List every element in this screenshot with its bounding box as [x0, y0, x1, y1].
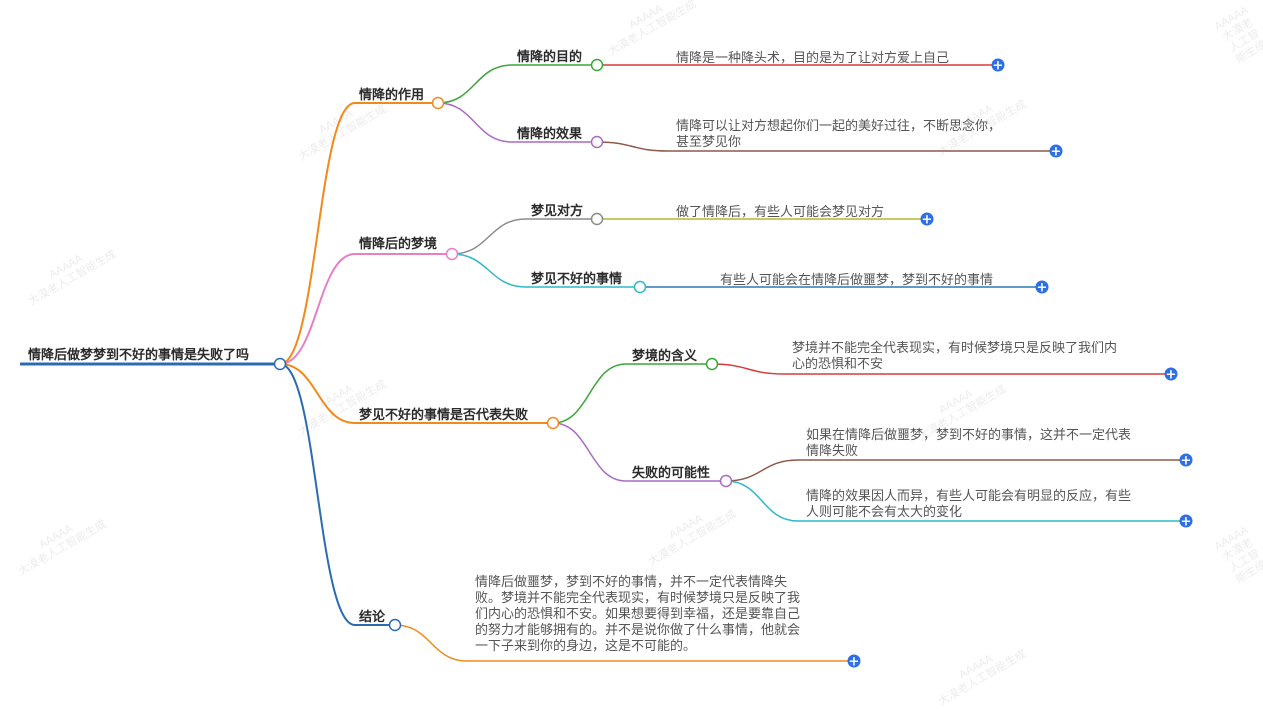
leaf-dream-partner-text: 做了情降后，有些人可能会梦见对方: [676, 204, 885, 219]
node-failure-possibility[interactable]: 失败的可能性: [632, 465, 711, 480]
c-effect-handle[interactable]: [590, 135, 604, 149]
expand-plus-icon[interactable]: +: [1164, 367, 1178, 383]
link-root-b1: [279, 102, 438, 365]
link-b2-c1: [451, 218, 597, 255]
b4-node-handle[interactable]: [388, 618, 402, 632]
svg-text:+: +: [1051, 145, 1062, 160]
expand-plus-icon[interactable]: +: [920, 212, 934, 228]
leaf-effect-text: 情降可以让对方想起你们一起的美好过往，不断思念你， 甚至梦见你: [676, 118, 1002, 149]
c-meaning-handle[interactable]: [705, 357, 719, 371]
link-leaf-effect: [596, 141, 1056, 152]
svg-text:+: +: [1181, 515, 1192, 530]
leaf-failure-text-2: 情降的效果因人而异，有些人可能会有明显的反应，有些 人则可能不会有太大的变化: [806, 488, 1132, 519]
node-bad-dream[interactable]: 梦见不好的事情: [531, 271, 623, 286]
expand-plus-icon[interactable]: +: [1179, 453, 1193, 469]
c-failure-handle[interactable]: [719, 474, 733, 488]
branch-dreams-after[interactable]: 情降后的梦境: [359, 236, 438, 251]
c-partner-handle[interactable]: [590, 212, 604, 226]
svg-text:+: +: [1181, 454, 1192, 469]
link-leaf-conclusion: [394, 624, 854, 662]
link-root-b3: [279, 363, 553, 424]
leaf-purpose-text: 情降是一种降头术，目的是为了让对方爱上自己: [676, 50, 950, 65]
leaf-conclusion-text: 情降后做噩梦，梦到不好的事情，并不一定代表情降失 败。梦境并不能完全代表现实，有…: [475, 574, 801, 653]
node-purpose[interactable]: 情降的目的: [517, 49, 583, 64]
link-b1-c2: [437, 102, 597, 143]
link-root-b2: [279, 253, 452, 365]
svg-text:+: +: [849, 655, 860, 670]
link-b3-c1: [552, 363, 712, 424]
expand-plus-icon[interactable]: +: [1179, 514, 1193, 530]
node-dream-of-partner[interactable]: 梦见对方: [531, 203, 584, 218]
link-root-b4: [279, 363, 395, 626]
expand-plus-icon[interactable]: +: [1049, 144, 1063, 160]
b1-node-handle[interactable]: [431, 96, 445, 110]
root-node-handle[interactable]: [273, 357, 287, 371]
link-b3-c2: [552, 422, 726, 482]
node-effect[interactable]: 情降的效果: [517, 126, 583, 141]
link-leaf-failure-2: [725, 480, 1186, 522]
link-leaf-failure-1: [725, 459, 1186, 482]
leaf-failure-text-1: 如果在情降后做噩梦，梦到不好的事情，这并不一定代表 情降失败: [806, 427, 1132, 458]
svg-text:+: +: [1037, 281, 1048, 296]
branch-bad-dream-failure[interactable]: 梦见不好的事情是否代表失败: [359, 407, 529, 422]
root-topic[interactable]: 情降后做梦梦到不好的事情是失败了吗: [28, 347, 250, 362]
svg-text:+: +: [922, 213, 933, 228]
expand-plus-icon[interactable]: +: [847, 654, 861, 670]
branch-conclusion[interactable]: 结论: [359, 609, 386, 624]
node-dream-meaning[interactable]: 梦境的含义: [632, 348, 698, 363]
expand-plus-icon[interactable]: +: [991, 58, 1005, 74]
link-b2-c2: [451, 253, 640, 288]
expand-plus-icon[interactable]: +: [1035, 280, 1049, 296]
svg-text:+: +: [1166, 368, 1177, 383]
b2-node-handle[interactable]: [445, 247, 459, 261]
branch-qingjiang-effect[interactable]: 情降的作用: [359, 87, 425, 102]
link-b1-c1: [437, 64, 597, 104]
c-bad-dream-handle[interactable]: [633, 280, 647, 294]
c-purpose-handle[interactable]: [590, 58, 604, 72]
svg-text:+: +: [993, 59, 1004, 74]
b3-node-handle[interactable]: [546, 416, 560, 430]
link-leaf-meaning: [711, 363, 1171, 375]
leaf-bad-dream-text: 有些人可能会在情降后做噩梦，梦到不好的事情: [720, 272, 994, 287]
leaf-dream-meaning-text: 梦境并不能完全代表现实，有时候梦境只是反映了我们内 心的恐惧和不安: [792, 340, 1118, 371]
